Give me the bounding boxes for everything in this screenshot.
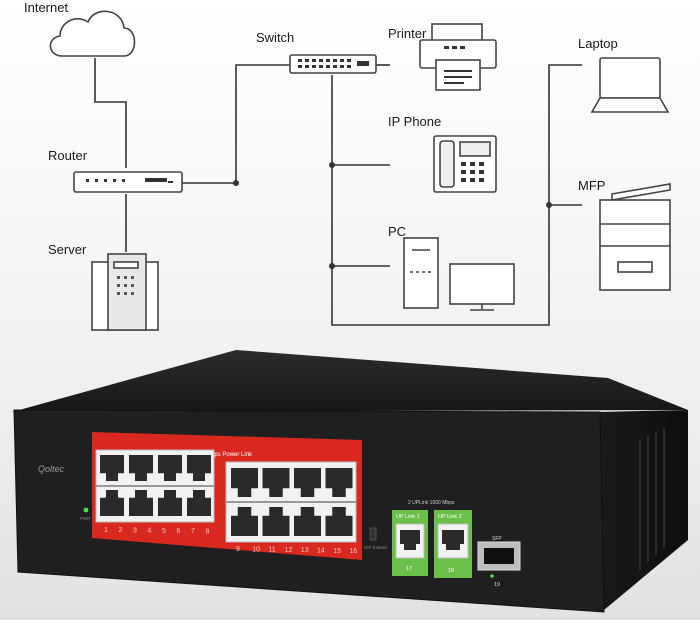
sfp-number: 19: [494, 582, 500, 588]
switch-icon: [289, 54, 377, 74]
ethernet-port: [187, 490, 211, 516]
ethernet-port: [294, 507, 321, 536]
power-label: PWR: [80, 516, 91, 521]
sfp-led: [490, 574, 494, 578]
uplink-1-number: 17: [406, 566, 412, 572]
port-number: 11: [268, 547, 275, 554]
extend-label: DIP Extend: [364, 545, 387, 550]
ethernet-port: [262, 507, 290, 536]
uplink-1-label: UP Link 1: [396, 514, 420, 520]
uplink-2-label: UP Link 2: [438, 514, 462, 520]
ethernet-port: [325, 468, 353, 497]
brand-logo: Qoltec: [38, 464, 65, 474]
label-router: Router: [48, 148, 88, 163]
link-internet-router: [94, 58, 127, 168]
label-printer: Printer: [388, 26, 427, 41]
sfp-port: [477, 541, 521, 571]
port-number: 10: [252, 546, 260, 553]
sfp-label: SFP: [492, 536, 502, 542]
port-number: 1: [104, 527, 108, 534]
label-switch: Switch: [256, 30, 294, 45]
ethernet-port: [231, 507, 258, 536]
label-server: Server: [48, 242, 87, 257]
label-ip-phone: IP Phone: [388, 114, 441, 129]
link-router-switch: [182, 64, 290, 184]
uplink-port-1: UP Link 1 17: [392, 510, 428, 576]
ethernet-port: [100, 455, 124, 481]
label-laptop: Laptop: [578, 36, 618, 51]
port-number: 13: [301, 547, 309, 554]
port-number: 6: [177, 528, 181, 535]
ethernet-port: [129, 490, 153, 516]
ethernet-port: [325, 507, 353, 536]
link-switch-bus: [331, 64, 582, 326]
power-led: [83, 507, 89, 513]
extend-switch[interactable]: [369, 527, 377, 541]
pc-icon: [403, 237, 515, 311]
mfp-icon: [599, 183, 671, 291]
uplink-2-number: 18: [448, 568, 454, 574]
ethernet-port: [100, 490, 124, 516]
poe-band-label: 100Mbps Power Link: [196, 452, 253, 458]
laptop-icon: [590, 57, 670, 113]
ethernet-port: [158, 455, 182, 481]
router-icon: [73, 171, 183, 193]
connection-lines: [94, 58, 582, 326]
label-mfp: MFP: [578, 178, 605, 193]
ethernet-ports: [100, 455, 353, 536]
label-internet: Internet: [24, 0, 68, 15]
port-number: 2: [119, 527, 123, 534]
ethernet-port: [187, 455, 211, 481]
ethernet-port: [129, 455, 153, 481]
port-number: 5: [162, 528, 166, 535]
ethernet-port: [262, 468, 290, 497]
port-number: 15: [333, 548, 341, 555]
port-number: 9: [236, 546, 240, 553]
label-pc: PC: [388, 224, 406, 239]
uplink-port-2: UP Link 2 18: [434, 510, 472, 578]
ethernet-port: [231, 468, 258, 497]
ethernet-port: [294, 468, 321, 497]
phone-icon: [433, 135, 497, 193]
cloud-icon: [49, 10, 136, 57]
printer-icon: [419, 23, 497, 91]
ethernet-port: [158, 490, 182, 516]
port-number: 14: [317, 548, 325, 555]
port-number: 16: [349, 548, 357, 555]
port-number: 7: [191, 528, 195, 535]
port-number: 8: [206, 528, 210, 535]
server-icon: [91, 253, 159, 331]
port-number: 4: [148, 528, 152, 535]
port-number: 3: [133, 527, 137, 534]
port-number: 12: [285, 547, 293, 554]
uplink-band-label: 2 UPLink 1000 Mbps: [408, 500, 455, 506]
